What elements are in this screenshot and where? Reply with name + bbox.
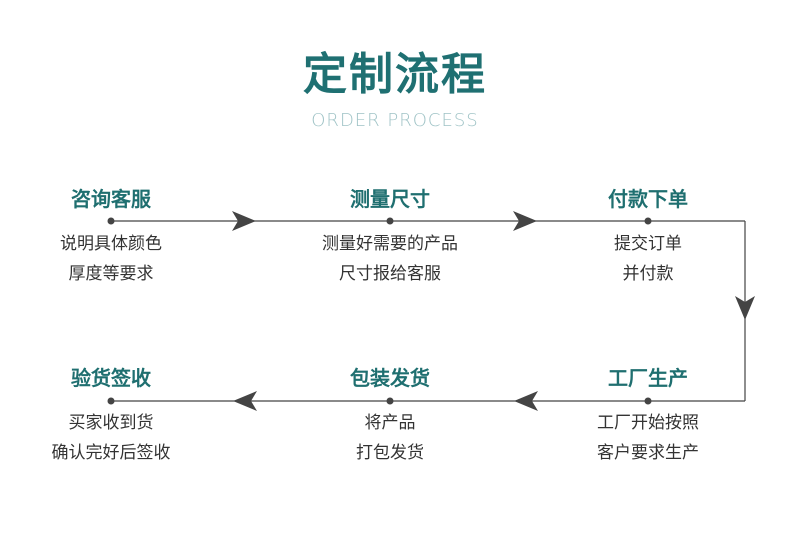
step-title: 付款下单 <box>608 187 688 211</box>
arrow-left-2 <box>233 391 257 411</box>
step-title: 包装发货 <box>350 366 430 390</box>
step-title: 咨询客服 <box>71 187 151 211</box>
step2-dot <box>386 217 394 225</box>
step5-dot <box>386 397 394 405</box>
page-title: 定制流程 <box>303 49 487 100</box>
step-title: 验货签收 <box>71 366 151 390</box>
arrow-left-1 <box>514 391 538 411</box>
step-consult: 咨询客服 说明具体颜色 厚度等要求 <box>11 184 211 289</box>
step-desc-line: 工厂开始按照 <box>597 413 699 433</box>
step-desc-line: 尺寸报给客服 <box>339 264 441 284</box>
step-desc-line: 买家收到货 <box>68 413 154 433</box>
step-desc-line: 厚度等要求 <box>68 264 154 284</box>
step-desc-line: 客户要求生产 <box>597 443 699 463</box>
step3-dot <box>644 217 652 225</box>
step-receipt: 验货签收 买家收到货 确认完好后签收 <box>11 363 211 468</box>
step-desc-line: 打包发货 <box>356 443 424 463</box>
arrow-down <box>735 296 755 320</box>
step-desc-line: 测量好需要的产品 <box>322 234 458 254</box>
step-desc-line: 提交订单 <box>614 234 682 254</box>
arrow-right-1 <box>232 211 256 231</box>
page-subtitle: ORDER PROCESS <box>311 110 479 131</box>
step-desc-line: 确认完好后签收 <box>51 443 171 463</box>
step-desc-line: 将产品 <box>364 413 416 433</box>
step1-dot <box>107 217 115 225</box>
step-title: 工厂生产 <box>608 366 688 390</box>
step-title: 测量尺寸 <box>350 187 430 211</box>
arrow-right-2 <box>513 211 537 231</box>
step6-dot <box>107 397 115 405</box>
step-measure: 测量尺寸 测量好需要的产品 尺寸报给客服 <box>290 184 490 289</box>
step-payment: 付款下单 提交订单 并付款 <box>548 184 748 289</box>
step4-dot <box>644 397 652 405</box>
step-production: 工厂生产 工厂开始按照 客户要求生产 <box>548 363 748 468</box>
step-desc-line: 说明具体颜色 <box>60 234 162 254</box>
step-shipping: 包装发货 将产品 打包发货 <box>290 363 490 468</box>
step-desc-line: 并付款 <box>622 264 674 284</box>
